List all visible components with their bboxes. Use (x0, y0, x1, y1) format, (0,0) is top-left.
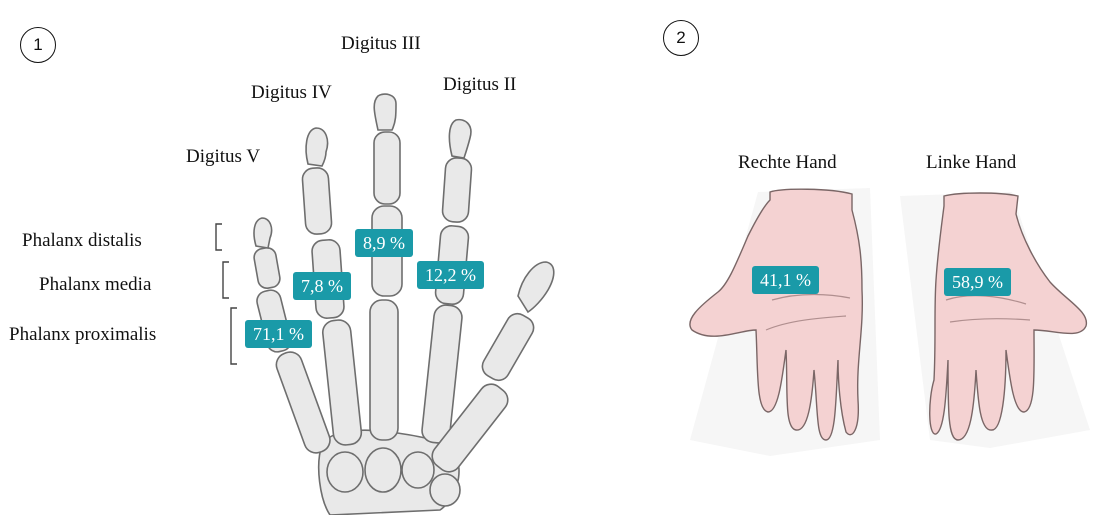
left-hand-illustration (900, 192, 1090, 448)
label-right-hand: Rechte Hand (738, 152, 837, 174)
bracket-media (223, 262, 229, 298)
label-phalanx-proximalis: Phalanx proximalis (9, 324, 156, 346)
bracket-proximalis (231, 308, 237, 364)
label-digitus-iii: Digitus III (341, 33, 421, 55)
badge-digitus-iii: 8,9 % (355, 229, 413, 257)
bracket-distalis (216, 224, 222, 250)
badge-digitus-iv: 7,8 % (293, 272, 351, 300)
label-phalanx-distalis: Phalanx distalis (22, 230, 142, 252)
label-digitus-v: Digitus V (186, 146, 260, 168)
panel-2-number-badge: 2 (663, 20, 699, 56)
panel-1-number-badge: 1 (20, 27, 56, 63)
badge-digitus-v: 71,1 % (245, 320, 312, 348)
label-left-hand: Linke Hand (926, 152, 1016, 174)
label-digitus-iv: Digitus IV (251, 82, 332, 104)
hand-skeleton-illustration (253, 94, 554, 515)
badge-left-hand: 58,9 % (944, 268, 1011, 296)
right-hand-illustration (690, 188, 880, 456)
badge-right-hand: 41,1 % (752, 266, 819, 294)
phalanx-brackets (216, 224, 237, 364)
label-digitus-ii: Digitus II (443, 74, 516, 96)
badge-digitus-ii: 12,2 % (417, 261, 484, 289)
label-phalanx-media: Phalanx media (39, 274, 151, 296)
